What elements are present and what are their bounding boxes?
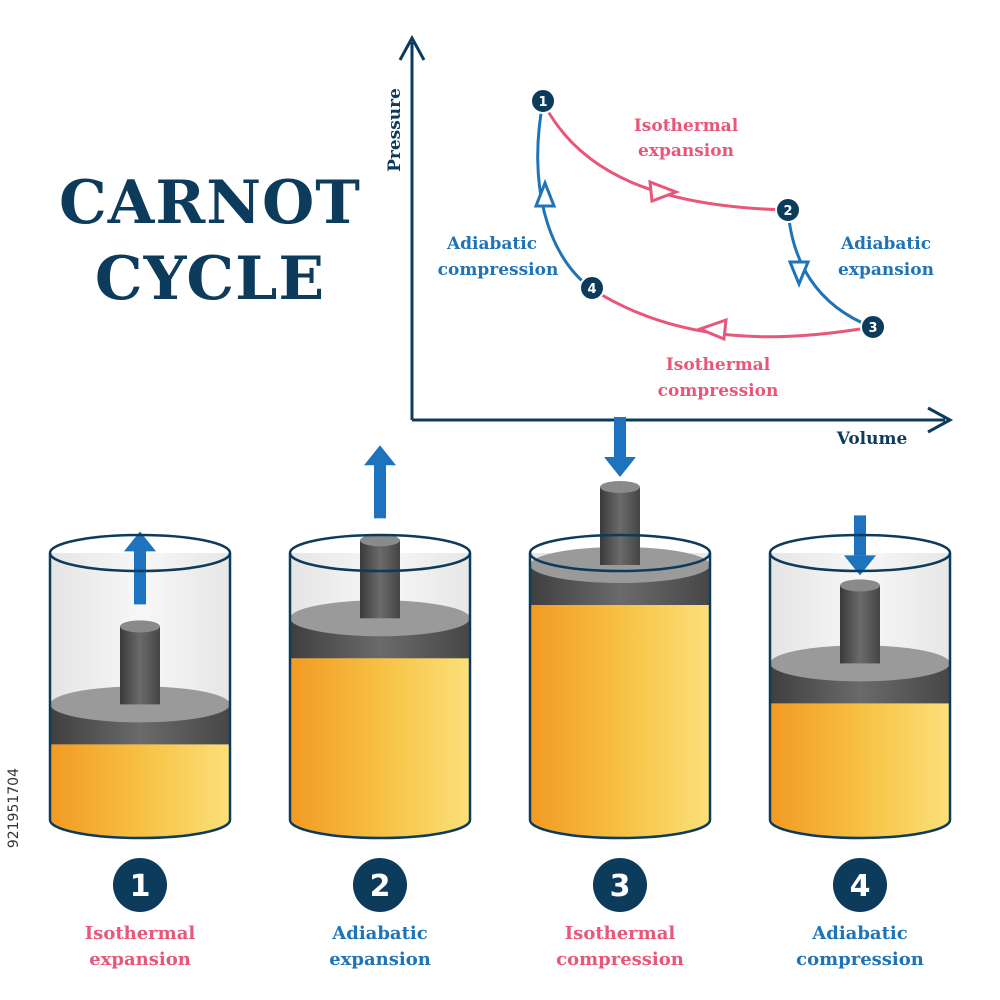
arrow-down-icon — [604, 457, 636, 477]
stage-number-badge — [113, 858, 167, 912]
arrow-shaft — [134, 549, 146, 605]
piston-rod-top — [600, 481, 640, 493]
point-2-marker — [775, 197, 801, 223]
cylinder-outline — [528, 553, 712, 840]
cylinder-outline — [48, 553, 232, 840]
arrow-shaft — [374, 463, 386, 519]
isothermal-compression-curve — [591, 287, 873, 339]
stage-label-line: Isothermal — [565, 923, 676, 944]
stage-number: 3 — [610, 869, 631, 904]
gas-fill — [290, 658, 470, 838]
stage-number: 2 — [370, 869, 391, 904]
point-4-marker — [579, 275, 605, 301]
stage-label-line: Isothermal — [85, 923, 196, 944]
arrow-up-icon — [364, 445, 396, 466]
title-line-1: CARNOT — [59, 168, 361, 238]
point-4-label: 4 — [587, 282, 596, 297]
adiabatic-expansion-arrow-icon — [787, 260, 811, 288]
adiabatic-expansion-curve — [786, 209, 873, 329]
graph-label-isothermal-expansion-2: expansion — [638, 141, 734, 161]
point-1-marker — [530, 88, 556, 114]
stage-label-line: expansion — [329, 949, 431, 970]
x-axis-label: Volume — [836, 429, 908, 449]
piston-rod-top — [120, 620, 160, 633]
piston-rod — [120, 626, 160, 705]
stage-number: 1 — [130, 869, 151, 904]
stage-label-line: expansion — [89, 949, 191, 970]
stage-number-badge — [833, 858, 887, 912]
graph-label-adiabatic-expansion-1: Adiabatic — [840, 234, 931, 254]
gas-fill — [770, 703, 950, 838]
arrow-up-icon — [124, 531, 156, 552]
piston-rod — [360, 540, 400, 619]
point-3-marker — [860, 314, 886, 340]
piston-rod-top — [360, 534, 400, 547]
arrow-shaft — [614, 417, 626, 457]
stage-label-line: compression — [796, 949, 924, 970]
arrow-down-icon — [844, 555, 876, 576]
gas-fill — [50, 744, 230, 838]
cylinder-rim — [48, 533, 232, 573]
stage-number-badge — [593, 858, 647, 912]
isothermal-compression-arrow-icon — [695, 317, 728, 342]
x-axis-arrow-icon — [927, 406, 954, 434]
graph-label-adiabatic-expansion-2: expansion — [838, 260, 934, 280]
piston-rod — [840, 585, 880, 664]
isothermal-expansion-curve — [541, 101, 789, 212]
adiabatic-compression-arrow-icon — [533, 178, 557, 208]
stage-label-line: Adiabatic — [811, 923, 907, 944]
isothermal-expansion-arrow-icon — [648, 179, 681, 204]
y-axis-arrow-icon — [398, 34, 426, 61]
diagram-title: CARNOT CYCLE — [40, 165, 380, 317]
point-3-label: 3 — [868, 321, 877, 336]
gas-fill — [530, 605, 710, 838]
cylinder-rim — [528, 533, 712, 573]
point-2-label: 2 — [783, 204, 792, 219]
graph-label-adiabatic-compression-2: compression — [438, 260, 559, 280]
cylinder-rim — [288, 533, 472, 573]
stage-label-line: compression — [556, 949, 684, 970]
graph-label-isothermal-compression-1: Isothermal — [666, 355, 771, 375]
graph-label-adiabatic-compression-1: Adiabatic — [446, 234, 537, 254]
title-line-2: CYCLE — [94, 244, 326, 314]
y-axis-label: Pressure — [385, 88, 405, 172]
graph-label-isothermal-expansion-1: Isothermal — [634, 116, 739, 136]
piston-rod-top — [840, 579, 880, 592]
cylinder-outline — [768, 553, 952, 840]
cylinder-rim — [768, 533, 952, 573]
stage-number: 4 — [850, 869, 871, 904]
cylinder-outline — [288, 553, 472, 840]
adiabatic-compression-curve — [536, 101, 593, 291]
stage-number-badge — [353, 858, 407, 912]
point-1-label: 1 — [538, 95, 547, 110]
piston-rod — [600, 487, 640, 565]
stage-label-line: Adiabatic — [331, 923, 427, 944]
graph-axes — [398, 34, 954, 434]
graph-label-isothermal-compression-2: compression — [658, 381, 779, 401]
